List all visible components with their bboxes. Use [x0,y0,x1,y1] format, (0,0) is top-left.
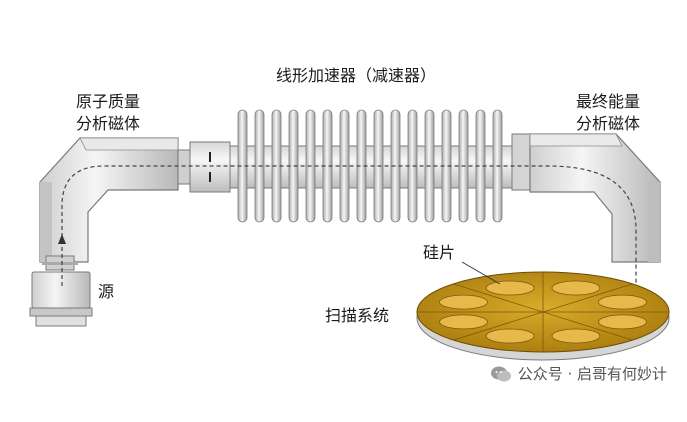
linac-label: 线形加速器（减速器） [276,66,437,85]
wechat-icon [490,366,511,381]
wafer [485,328,535,344]
final-energy-magnet [511,133,661,263]
ion-beam-path [61,165,637,300]
source-label: 源 [98,282,115,301]
mass-analyzer-magnet [39,137,179,263]
wafer [439,294,488,310]
beam-direction-arrow [58,234,66,244]
analyzer-magnet-label-line2: 分析磁体 [76,114,141,133]
wafer-pointer-line [461,261,501,285]
wafer-label: 硅片 [423,243,456,262]
wafer [439,314,488,330]
analyzer-magnet-label-line1: 原子质量 [76,92,141,111]
wafer [551,328,601,344]
wafer [551,280,601,296]
final-magnet-label-line2: 分析磁体 [576,114,641,133]
wafer [598,314,647,330]
scan-system-label: 扫描系统 [325,306,390,325]
linear-accelerator [229,109,513,223]
final-magnet-label-line1: 最终能量 [576,92,641,111]
beam-flange [177,141,231,193]
watermark-text: 公众号 · 启哥有何妙计 [517,365,667,383]
wafer-slots [439,280,647,344]
wafer [598,294,647,310]
ion-source [29,255,93,327]
wafer [485,280,535,296]
watermark: 公众号 · 启哥有何妙计 [490,363,667,384]
